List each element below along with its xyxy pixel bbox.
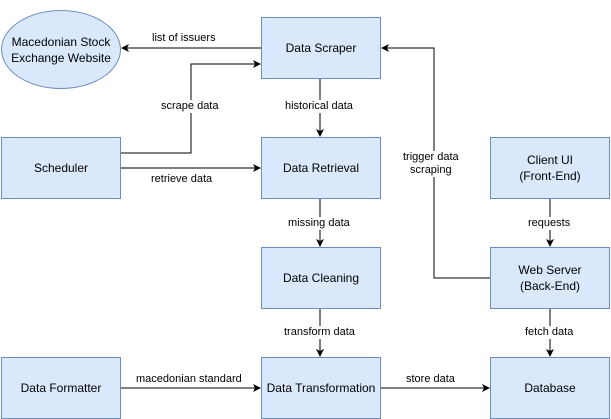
node-data-cleaning: Data Cleaning: [261, 247, 381, 309]
label-list-of-issuers: list of issuers: [152, 32, 216, 45]
label-retrieve-data: retrieve data: [151, 173, 213, 186]
node-scheduler: Scheduler: [1, 137, 121, 199]
label-store-data: store data: [406, 373, 455, 386]
label-requests: requests: [528, 217, 571, 230]
label-macedonian-standard: macedonian standard: [136, 373, 242, 386]
node-data-retrieval: Data Retrieval: [261, 137, 381, 199]
label-scrape-data: scrape data: [161, 100, 219, 113]
label-transform-data: transform data: [284, 326, 355, 339]
label-missing-data: missing data: [288, 217, 350, 230]
label-historical-data: historical data: [285, 100, 353, 113]
node-client-ui: Client UI (Front-End): [490, 137, 610, 199]
node-data-formatter: Data Formatter: [1, 357, 121, 419]
label-trigger-data-scraping: trigger data scraping: [403, 151, 459, 177]
node-database: Database: [490, 357, 610, 419]
node-data-transformation: Data Transformation: [261, 357, 381, 419]
node-data-scraper: Data Scraper: [261, 17, 381, 79]
node-website: Macedonian Stock Exchange Website: [1, 10, 121, 89]
node-web-server: Web Server (Back-End): [490, 247, 610, 309]
label-fetch-data: fetch data: [525, 326, 574, 339]
